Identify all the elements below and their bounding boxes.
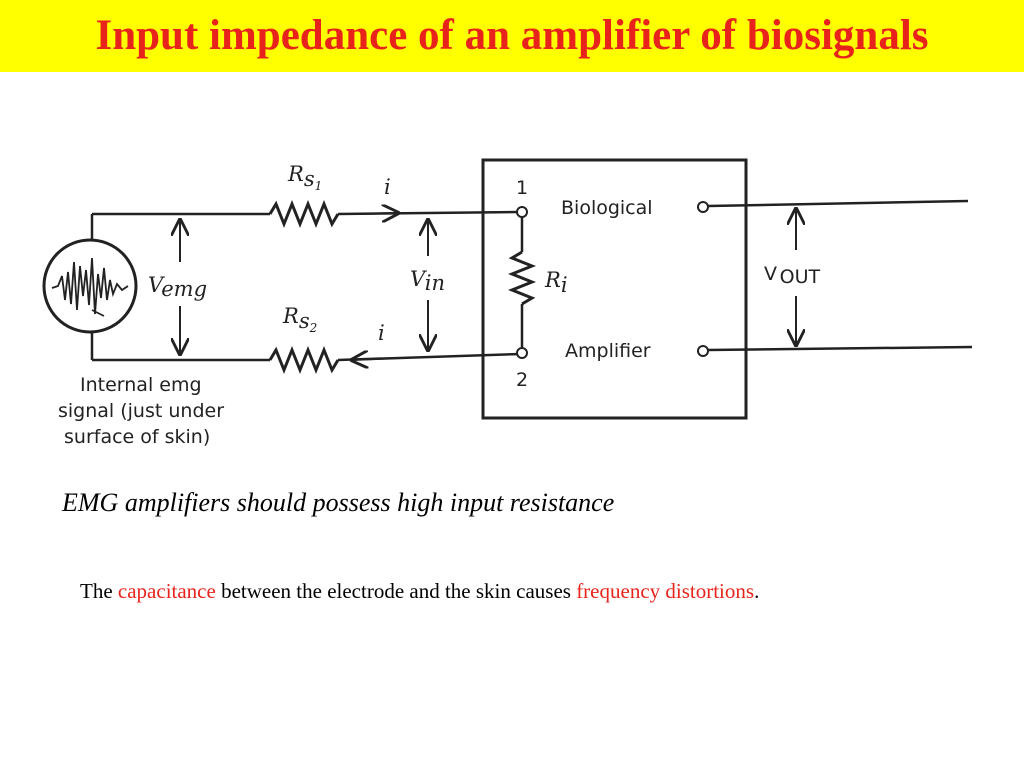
biological-label: Biological <box>561 197 653 219</box>
note-highlight-capacitance: capacitance <box>117 579 216 603</box>
note-text-2: between the electrode and the skin cause… <box>215 579 577 603</box>
emg-source-icon <box>42 238 138 334</box>
output-wire-top <box>707 199 969 208</box>
node-2-label: 2 <box>516 369 528 391</box>
ri-label: Ri <box>544 268 568 297</box>
slide-title: Input impedance of an amplifier of biosi… <box>95 12 929 59</box>
input-terminal-2 <box>516 347 528 359</box>
vin-label: Vin <box>410 267 445 295</box>
output-terminal-top <box>697 201 709 213</box>
note-text-3: . <box>754 579 760 603</box>
source-caption-line-3: surface of skin) <box>64 426 210 448</box>
rs2-label: Rs2 <box>282 304 317 335</box>
current-top-label: i <box>384 175 391 199</box>
title-bar: Input impedance of an amplifier of biosi… <box>0 0 1024 72</box>
source-caption-line-2: signal (just under <box>58 400 224 422</box>
ri-resistor <box>507 250 537 306</box>
current-top-arrow <box>351 213 398 214</box>
amplifier-label: Amplifier <box>565 340 651 362</box>
slide-note: The capacitance between the electrode an… <box>80 574 780 608</box>
input-terminal-1 <box>516 206 528 218</box>
node-1-label: 1 <box>516 177 528 199</box>
output-terminal-bottom <box>697 345 709 357</box>
current-bottom-arrow <box>352 358 399 360</box>
output-wire-bottom <box>707 345 973 352</box>
rs1-resistor <box>268 199 340 229</box>
rs1-label: Rs1 <box>287 162 322 193</box>
slide-caption: EMG amplifiers should possess high input… <box>62 488 615 517</box>
note-text-1: The <box>80 579 118 603</box>
vemg-label: Vemg <box>148 273 207 301</box>
current-bottom-label: i <box>378 321 385 345</box>
rs2-resistor <box>268 345 340 375</box>
source-caption-line-1: Internal emg <box>80 374 202 396</box>
amplifier-box <box>481 158 748 420</box>
note-highlight-frequency-distortions: frequency distortions <box>576 579 755 603</box>
